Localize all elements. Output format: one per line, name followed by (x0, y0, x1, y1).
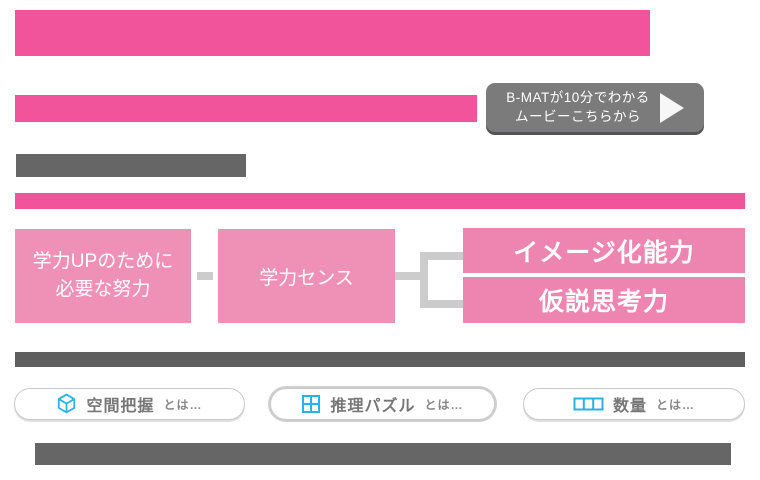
grid-2x2-icon (301, 394, 321, 414)
diagram-box-hypothesis: 仮説思考力 (463, 277, 745, 323)
diagram-box-imaging: イメージ化能力 (463, 228, 745, 273)
lead-text-bar (15, 193, 745, 209)
play-icon (659, 92, 684, 123)
connector-vertical-line (420, 252, 428, 308)
section-heading-bar (16, 154, 246, 177)
pill-quantity[interactable]: 数量 とは… (523, 388, 745, 420)
hero-banner (15, 10, 650, 56)
diagram-box-hypothesis-label: 仮説思考力 (538, 288, 669, 316)
cells-row-icon (573, 397, 604, 411)
footer-text-bar (35, 443, 731, 465)
diagram-box-effort: 学力UPのために 必要な努力 (15, 229, 191, 323)
pill-spatial-grasp-label: 空間把握 (86, 398, 155, 415)
diagram-box-sense-label: 学力センス (259, 267, 354, 289)
movie-button[interactable]: B-MATが10分でわかる ムービーこちらから (486, 83, 704, 132)
pill-spatial-grasp-suffix: とは… (163, 397, 203, 412)
pill-logic-puzzle-label: 推理パズル (330, 398, 416, 415)
diagram-box-sense: 学力センス (218, 229, 395, 323)
connector-top-branch (420, 252, 464, 260)
diagram-box-imaging-label: イメージ化能力 (513, 238, 695, 267)
subtitle-banner (15, 95, 477, 122)
cube-icon (56, 393, 77, 415)
connector-dash (197, 272, 213, 280)
pill-logic-puzzle-suffix: とは… (424, 397, 464, 412)
pill-quantity-suffix: とは… (656, 397, 696, 412)
movie-button-label: B-MATが10分でわかる ムービーこちらから (506, 89, 650, 124)
pill-logic-puzzle[interactable]: 推理パズル とは… (270, 388, 495, 420)
divider-bar (15, 352, 745, 367)
pill-spatial-grasp[interactable]: 空間把握 とは… (14, 388, 245, 420)
diagram-box-effort-label: 学力UPのために 必要な努力 (32, 251, 174, 300)
connector-bottom-branch (420, 300, 464, 308)
connector-mid-line (395, 272, 428, 280)
pill-quantity-label: 数量 (612, 398, 647, 415)
